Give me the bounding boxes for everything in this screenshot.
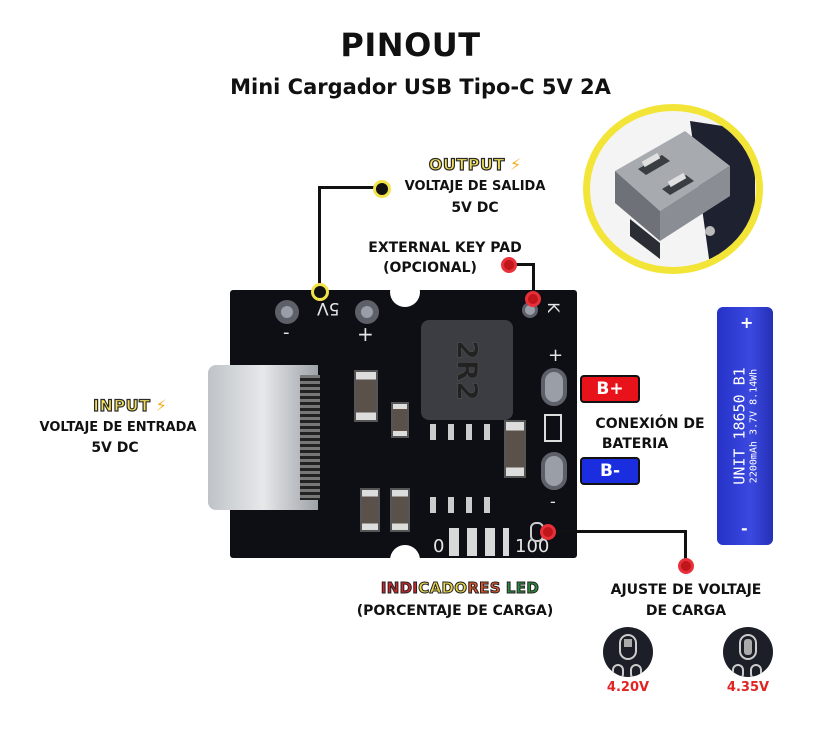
silk-output-plus: + bbox=[357, 322, 374, 346]
page-subtitle: Mini Cargador USB Tipo-C 5V 2A bbox=[230, 75, 611, 99]
b-plus-label: B+ bbox=[596, 379, 624, 399]
battery-18650: + UNIT 18650 B1 2200mAh 3.7V 8.14Wh - bbox=[717, 307, 773, 545]
key-leader-horizontal bbox=[512, 263, 534, 266]
b-minus-label: B- bbox=[599, 461, 620, 481]
lightning-bolt-icon: ⚡ bbox=[510, 155, 522, 174]
battery-plus-terminal: + bbox=[740, 313, 754, 332]
battery-model: UNIT 18650 B1 bbox=[730, 367, 749, 485]
silk-output-minus: - bbox=[283, 322, 290, 343]
led-title-part: CADO bbox=[418, 579, 468, 598]
output-leader-horizontal bbox=[318, 186, 378, 189]
ic-pins-top bbox=[430, 424, 496, 440]
led-title-part: INDI bbox=[380, 579, 419, 598]
silk-bat-plus: + bbox=[548, 345, 564, 366]
led-title-part: LED bbox=[505, 579, 540, 598]
page-title: PINOUT bbox=[340, 26, 481, 64]
charge-voltage-label-2: DE CARGA bbox=[645, 603, 727, 619]
charge-voltage-label: AJUSTE DE VOLTAJE bbox=[610, 582, 762, 598]
voltage-option-435: 4.35V bbox=[726, 680, 770, 695]
jumper-detail-420 bbox=[603, 627, 653, 677]
silk-bat-minus: - bbox=[550, 492, 556, 511]
led-indicators-row bbox=[449, 528, 509, 556]
battery-markings: UNIT 18650 B1 2200mAh 3.7V 8.14Wh bbox=[731, 367, 760, 484]
pcb-notch-top bbox=[390, 277, 420, 307]
capacitor bbox=[360, 488, 380, 532]
usb-a-connector-zoom bbox=[583, 104, 763, 274]
battery-plus-pad bbox=[541, 368, 567, 406]
charge-leader-vertical bbox=[684, 530, 687, 562]
voltage-option-420: 4.20V bbox=[606, 680, 650, 695]
output-pin-marker bbox=[311, 283, 329, 301]
output-tag: OUTPUT ⚡ bbox=[420, 154, 530, 174]
key-pin-marker bbox=[525, 291, 541, 307]
capacitor bbox=[390, 488, 410, 532]
led-indicators-title: INDICADORES LED bbox=[370, 578, 550, 598]
jumper-detail-435 bbox=[723, 627, 773, 677]
output-minus-pad bbox=[275, 300, 299, 324]
input-voltage: 5V DC bbox=[91, 440, 139, 456]
input-tag-text: INPUT bbox=[92, 395, 151, 415]
external-key-optional: (OPCIONAL) bbox=[383, 260, 477, 276]
b-plus-badge: B+ bbox=[580, 375, 640, 403]
b-minus-badge: B- bbox=[580, 457, 640, 485]
silk-k: K bbox=[543, 302, 563, 313]
key-marker-dot bbox=[501, 257, 517, 273]
silk-5v: 5V bbox=[317, 298, 340, 318]
output-voltage: 5V DC bbox=[451, 200, 499, 216]
battery-symbol-icon bbox=[544, 414, 562, 442]
output-description: VOLTAJE DE SALIDA bbox=[404, 179, 546, 194]
capacitor bbox=[504, 420, 526, 478]
ic-pins-bottom bbox=[430, 497, 496, 513]
key-leader-vertical bbox=[532, 263, 535, 293]
usb-c-pins bbox=[300, 375, 320, 500]
inductor: 2R2 bbox=[421, 320, 513, 420]
inductor-marking: 2R2 bbox=[450, 339, 484, 401]
capacitor bbox=[354, 370, 378, 422]
jumper-open-icon bbox=[612, 634, 642, 677]
battery-minus-terminal: - bbox=[741, 519, 748, 538]
silk-led-min: 0 bbox=[433, 536, 445, 557]
charge-marker-dot bbox=[678, 558, 694, 574]
usb-c-connector bbox=[208, 365, 318, 510]
input-tag: INPUT ⚡ bbox=[85, 395, 175, 415]
external-key-label: EXTERNAL KEY PAD bbox=[368, 240, 522, 256]
jumper-bridged-icon bbox=[732, 634, 762, 677]
battery-connection-label: CONEXIÓN DE bbox=[595, 416, 705, 432]
input-description: VOLTAJE DE ENTRADA bbox=[39, 420, 197, 435]
output-marker-dot bbox=[373, 180, 391, 198]
capacitor bbox=[391, 402, 409, 438]
led-title-part: RES bbox=[467, 579, 501, 598]
jumper-marker-dot bbox=[540, 524, 556, 540]
pcb-notch-bottom bbox=[390, 545, 420, 575]
output-leader-vertical bbox=[318, 186, 321, 290]
battery-specs: 2200mAh 3.7V 8.14Wh bbox=[748, 368, 760, 484]
charge-leader-horizontal bbox=[545, 530, 685, 533]
output-plus-pad bbox=[355, 300, 379, 324]
usb-connector-illustration bbox=[615, 121, 755, 266]
battery-minus-pad bbox=[541, 452, 567, 490]
led-indicators-subtitle: (PORCENTAJE DE CARGA) bbox=[356, 603, 554, 619]
lightning-bolt-icon: ⚡ bbox=[155, 396, 167, 415]
output-tag-text: OUTPUT bbox=[428, 154, 505, 174]
battery-connection-label-2: BATERIA bbox=[601, 436, 669, 452]
